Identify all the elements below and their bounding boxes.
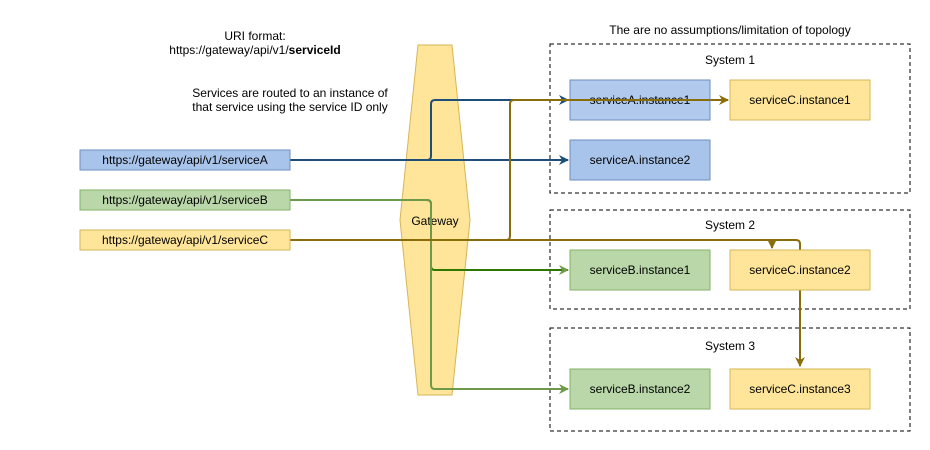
service-b-instance1-label: serviceB.instance1	[590, 263, 691, 277]
service-c-instance1-label: serviceC.instance1	[749, 93, 851, 107]
request-service-a-box	[79, 149, 291, 171]
edge-service-b-to-instance2	[290, 199, 569, 394]
service-b-instance2-box	[569, 368, 711, 410]
uri-format-bold: serviceId	[289, 43, 341, 57]
service-c-instance3-box	[729, 368, 871, 410]
system-1-frame	[549, 43, 911, 194]
system-1-title: System 1	[705, 53, 755, 67]
edge-service-c-to-instance2	[290, 239, 777, 249]
routing-note-line1: Services are routed to an instance of	[192, 86, 388, 100]
service-c-instance3-label: serviceC.instance3	[749, 382, 851, 396]
service-c-instance1-box	[729, 79, 871, 121]
system-2-frame	[549, 209, 911, 310]
edge-service-c-to-instance3	[290, 239, 805, 367]
request-service-b-box	[79, 189, 291, 211]
service-a-instance2-box	[569, 139, 711, 181]
system-2-title: System 2	[705, 218, 755, 232]
gateway-label: Gateway	[411, 214, 458, 228]
system-3-title: System 3	[705, 339, 755, 353]
uri-format-note-line2: https://gateway/api/v1/serviceId	[169, 43, 340, 57]
service-b-instance2-label: serviceB.instance2	[590, 382, 691, 396]
uri-format-prefix: https://gateway/api/v1/	[169, 43, 289, 57]
service-c-instance2-label: serviceC.instance2	[749, 263, 851, 277]
uri-format-note-line1: URI format:	[224, 29, 285, 43]
request-service-c-label: https://gateway/api/v1/serviceC	[102, 233, 268, 247]
gateway-shape	[399, 44, 471, 396]
request-service-b-label: https://gateway/api/v1/serviceB	[102, 193, 267, 207]
service-c-instance2-box	[729, 249, 871, 291]
routing-note-line2: that service using the service ID only	[192, 100, 387, 114]
request-service-c-box	[79, 229, 291, 251]
service-b-instance1-box	[569, 249, 711, 291]
service-a-instance2-label: serviceA.instance2	[590, 153, 691, 167]
topology-note: The are no assumptions/limitation of top…	[609, 23, 850, 37]
request-service-a-label: https://gateway/api/v1/serviceA	[102, 153, 267, 167]
